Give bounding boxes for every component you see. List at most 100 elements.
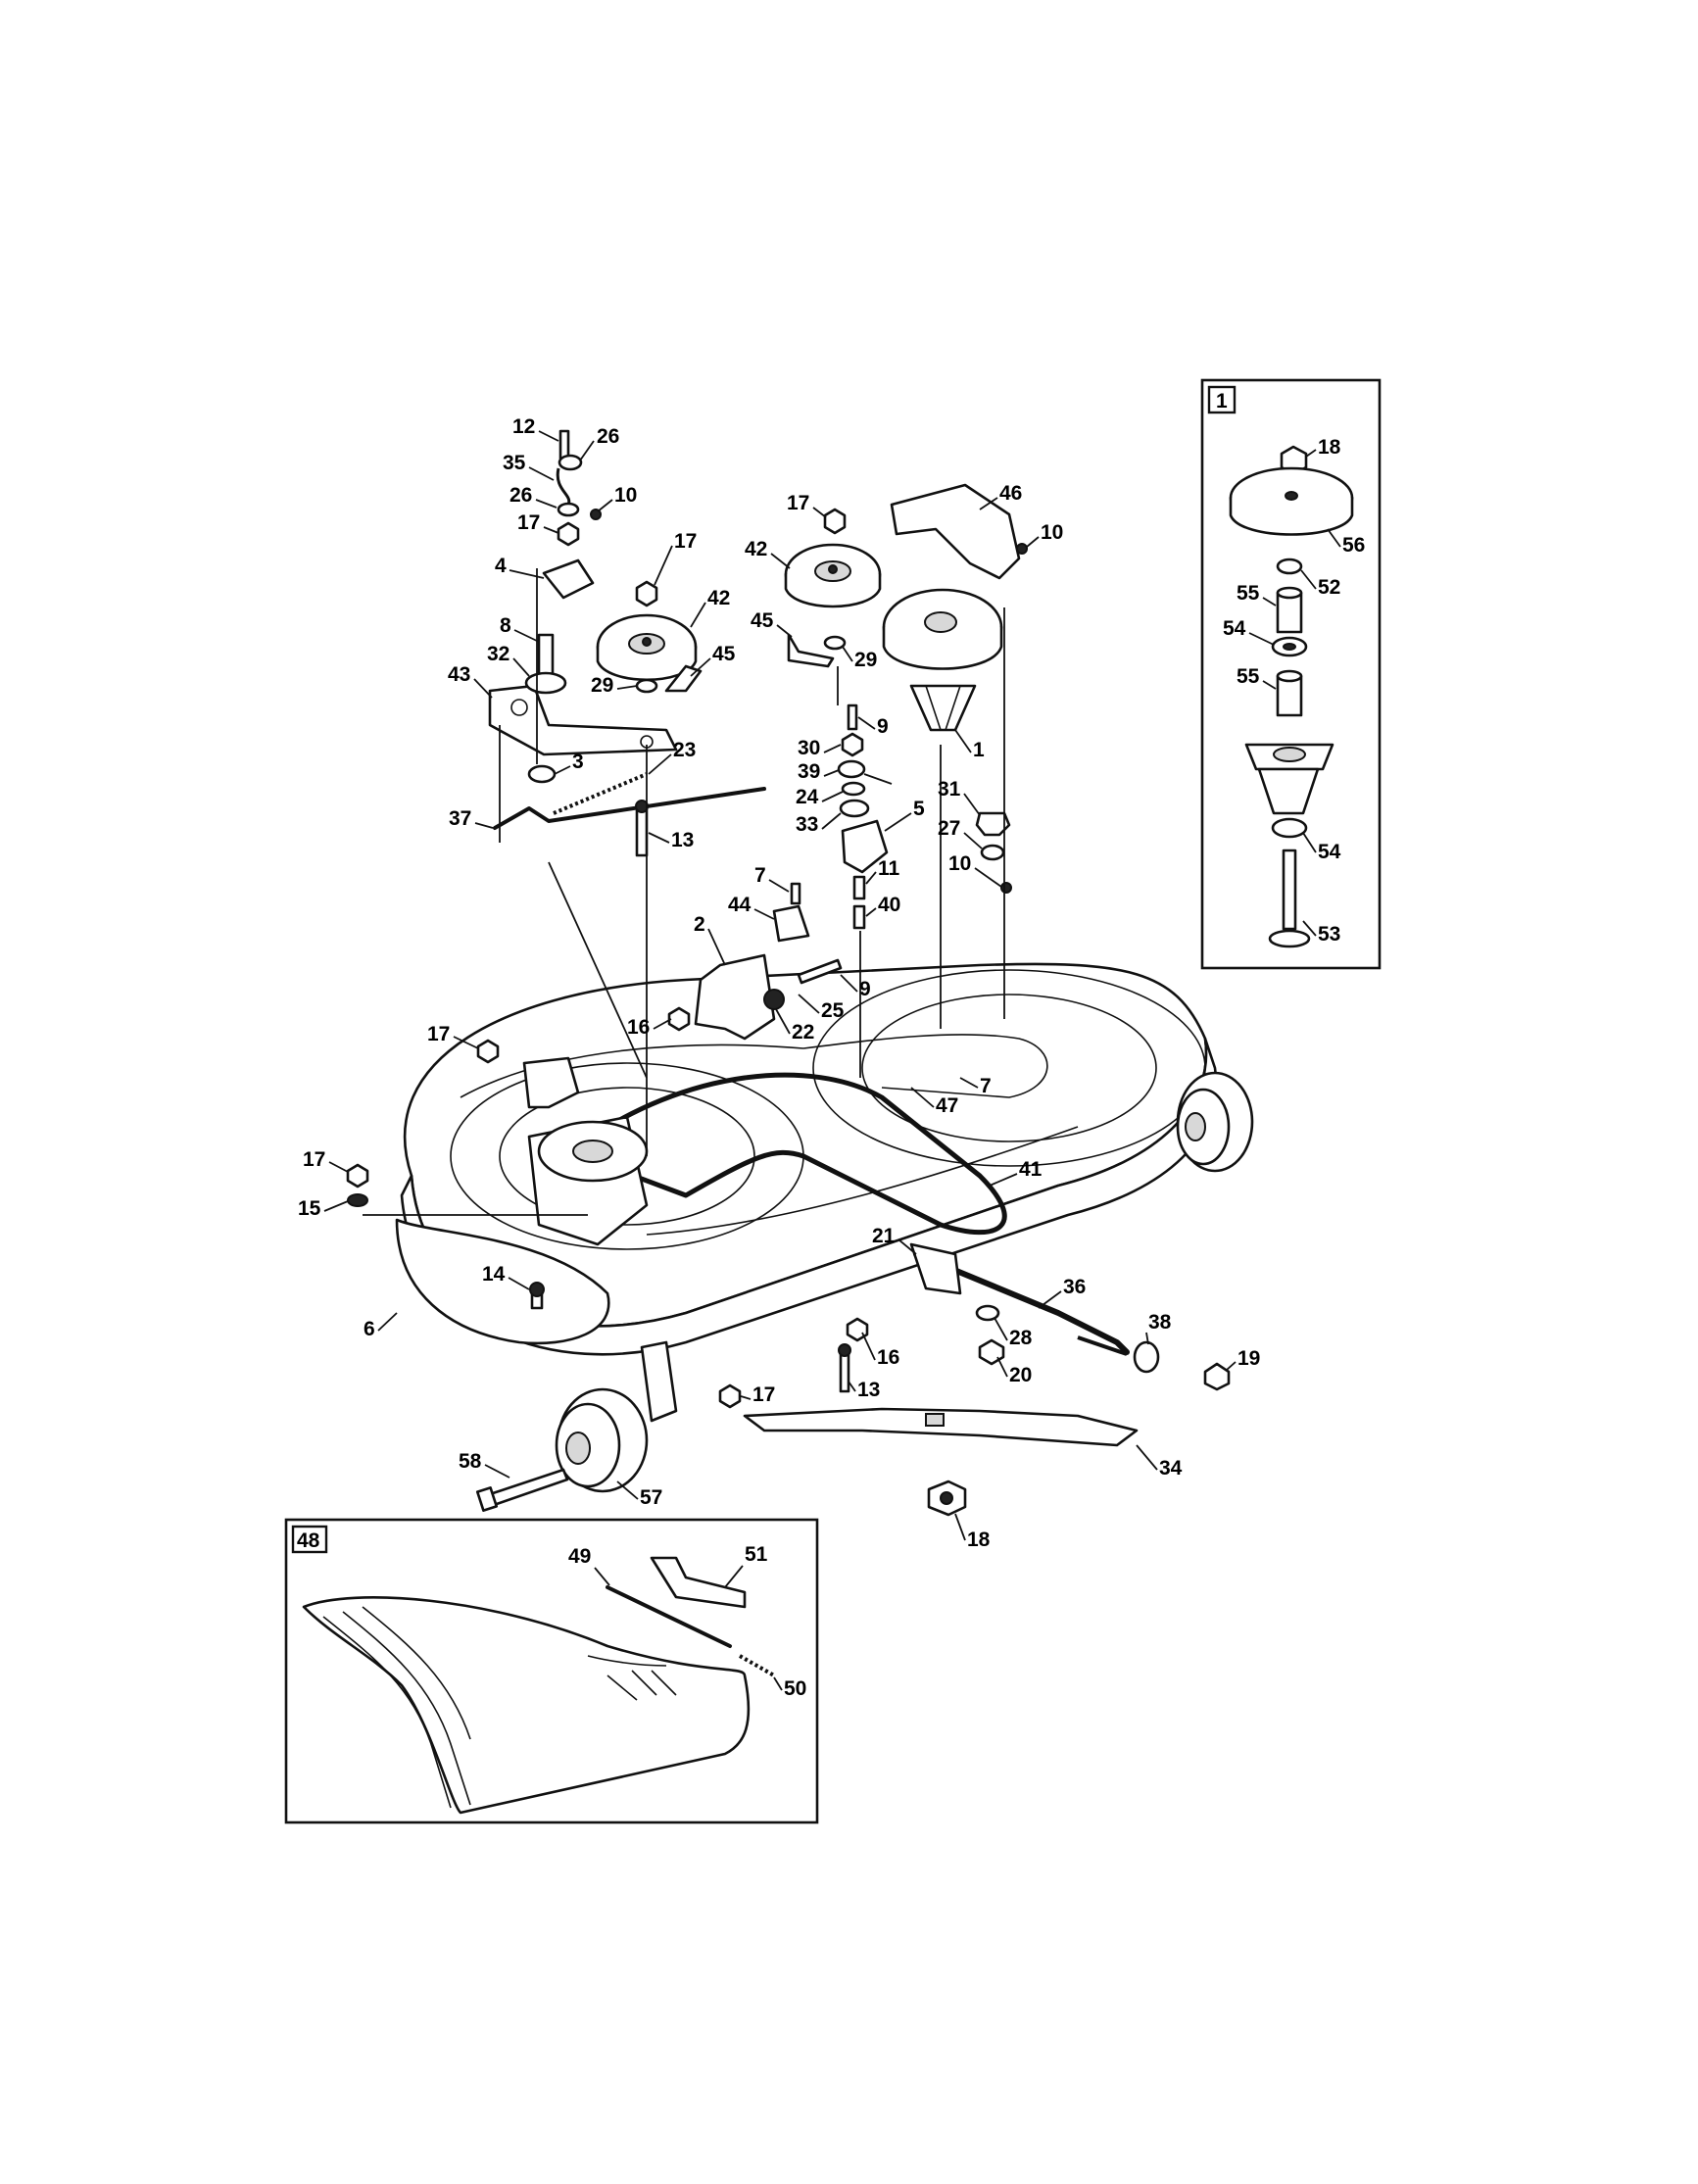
belt-cover-46 [890,483,1021,580]
callout-23: 23 [673,739,696,761]
bushing-39 [837,759,866,779]
bolt-13-upper [635,806,649,857]
pivot-bracket-5 [841,819,889,874]
callout-58: 58 [459,1450,482,1473]
callout-34: 34 [1159,1457,1183,1480]
callout-11: 11 [878,857,900,880]
callout-17-top-left: 17 [674,530,697,553]
belt-guide-left [664,664,703,693]
mulch-plate [302,1596,751,1815]
callout-28: 28 [1009,1327,1033,1349]
callout-inset-55-bottom: 55 [1237,665,1260,688]
nut-17-lower [718,1383,742,1409]
callout-31: 31 [938,778,961,801]
callout-1: 1 [973,739,985,761]
callout-labels: 12 26 35 26 10 17 4 17 42 8 32 45 29 43 … [298,415,1365,1700]
spacer-33 [839,799,870,818]
washer-32 [524,671,567,695]
bolt-12 [558,429,570,461]
nut-17-top-left [635,580,658,607]
lockwasher-15 [347,1193,368,1207]
nut-16-upper [667,1006,691,1032]
callout-inset-56: 56 [1342,534,1365,557]
callout-10-top-left: 10 [614,484,637,507]
callout-3: 3 [572,751,584,773]
washer-3 [527,764,557,784]
callout-37: 37 [449,807,471,830]
washer-26-lower [557,502,580,517]
callout-20: 20 [1009,1364,1032,1386]
inset-mulch-tag: 48 [297,1529,320,1552]
callout-33: 33 [796,813,818,836]
callout-35: 35 [503,452,526,474]
callout-40: 40 [878,894,900,916]
callout-38: 38 [1148,1311,1172,1334]
washer-29-left [635,678,658,694]
callout-47: 47 [936,1094,958,1117]
callout-27: 27 [938,817,960,840]
idler-bracket [694,953,776,1041]
callout-14: 14 [482,1263,506,1286]
callout-18-blade: 18 [967,1529,991,1551]
callout-21: 21 [872,1225,896,1247]
nut-17-top-center [823,508,847,535]
idler-rod [493,787,766,830]
inset-spindle-housing [1244,743,1334,815]
washer-27 [980,844,1005,861]
callout-45-center: 45 [751,609,774,632]
nut-10-top-right [1016,543,1028,555]
callout-17-lower: 17 [752,1383,775,1406]
bolt-9-upper [847,704,858,731]
idler-arm-plate [488,684,678,756]
callout-15: 15 [298,1197,321,1220]
callout-7-deck: 7 [980,1075,992,1097]
callout-inset-54-top: 54 [1223,617,1246,640]
callout-inset-51: 51 [745,1543,768,1566]
mulch-spring-50 [739,1654,775,1677]
nut-17-stack [557,521,580,547]
idler-bracket-small [542,558,595,600]
callout-inset-53: 53 [1318,923,1340,946]
callout-16-lower: 16 [877,1346,899,1369]
callout-13-upper: 13 [671,829,694,851]
callout-19: 19 [1237,1347,1260,1370]
callout-9-lower: 9 [859,978,871,1000]
callout-22: 22 [792,1021,814,1043]
flat-idler-center [784,543,882,608]
pin-11 [852,875,866,900]
rear-gauge-wheel [1176,1071,1254,1173]
callout-17-left: 17 [303,1148,325,1171]
inset-spindle-tag: 1 [1216,390,1228,413]
callout-17-stack: 17 [517,511,540,534]
callout-inset-18: 18 [1318,436,1341,459]
inset-pulley-56 [1229,466,1354,536]
inset-bearing-54-bottom [1271,817,1308,839]
spindle-pulley-1 [882,588,1003,732]
callout-29-left: 29 [591,674,613,697]
callout-44: 44 [728,894,752,916]
left-spindle-housing [527,1115,649,1246]
idler-spacer [763,989,785,1010]
callout-6: 6 [364,1318,375,1340]
callout-4: 4 [495,555,507,577]
washer-24 [841,781,866,797]
inset-washer-52 [1276,558,1303,575]
inset-spindle-shaft-53 [1268,849,1311,948]
belt-guide-center [787,633,835,668]
callout-10-top-right: 10 [1041,521,1063,544]
callout-16-upper: 16 [627,1016,650,1039]
callout-26-top: 26 [597,425,619,448]
callout-5: 5 [913,798,925,820]
bolt-7-upper [790,882,801,905]
spring-35 [556,467,571,506]
mower-blade [743,1407,1139,1447]
callout-2: 2 [694,913,705,936]
callout-57: 57 [640,1486,662,1509]
callout-inset-52: 52 [1318,576,1340,599]
deck-left-bracket [522,1056,580,1109]
bolt-8 [537,633,555,676]
washer-26-top [558,454,583,471]
callout-24: 24 [796,786,819,808]
callout-17-top-center: 17 [787,492,809,514]
